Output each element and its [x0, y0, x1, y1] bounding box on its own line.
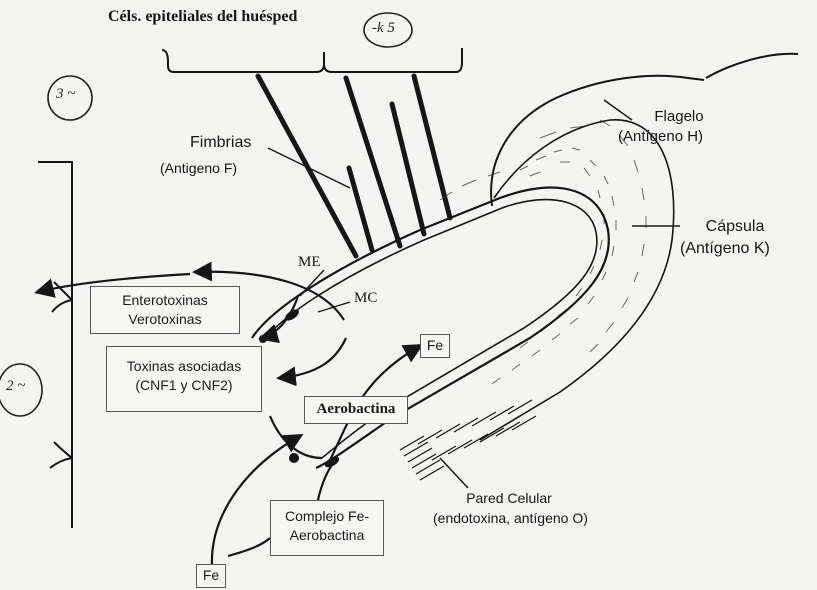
- enterotoxinas-line-1: Enterotoxinas: [91, 291, 239, 310]
- fimbrias-antigen-label: (Antigeno F): [160, 160, 237, 176]
- toxinas-line-2: (CNF1 y CNF2): [107, 376, 261, 395]
- mc-label: MC: [354, 290, 377, 307]
- capsule-hatching: [440, 120, 646, 384]
- complejo-line-2: Aerobactina: [271, 526, 383, 545]
- flagellum-2: [706, 54, 798, 78]
- fimbrias-label: Fimbrias: [190, 134, 251, 152]
- host-cells-bracket: [162, 48, 462, 72]
- handwritten-note-left-top: 3 ~: [56, 86, 75, 103]
- flagelo-pointer: [604, 100, 632, 120]
- fe-bottom-box: Fe: [196, 564, 226, 588]
- fe-top-box: Fe: [420, 334, 450, 358]
- enterotoxinas-box: Enterotoxinas Verotoxinas: [90, 286, 240, 334]
- flagelo-label: Flagelo: [634, 108, 724, 125]
- flagelo-antigen-label: (Antígeno H): [618, 128, 703, 145]
- enterotoxinas-line-2: Verotoxinas: [91, 310, 239, 329]
- handwritten-note-top: -k 5: [372, 20, 395, 37]
- toxinas-line-1: Toxinas asociadas: [107, 357, 261, 376]
- complejo-fe-aerobactina-box: Complejo Fe- Aerobactina: [270, 500, 384, 556]
- aerobactina-box: Aerobactina: [304, 396, 408, 424]
- capsula-antigen-label: (Antígeno K): [680, 240, 770, 258]
- host-cells-label: Céls. epiteliales del huésped: [108, 8, 297, 26]
- pared-antigen-label: (endotoxina, antígeno O): [433, 510, 588, 526]
- capsule-outline: [480, 120, 674, 440]
- host-cells-left-border: [38, 162, 72, 528]
- cell-wall-hatching: [400, 400, 536, 480]
- mc-pointer: [318, 302, 350, 312]
- fimbrias-pointer: [268, 148, 350, 188]
- capsula-label: Cápsula: [680, 218, 790, 236]
- pared-pointer: [440, 458, 468, 488]
- handwritten-note-left-mid: 2 ~: [6, 378, 25, 395]
- complejo-line-1: Complejo Fe-: [271, 507, 383, 526]
- pared-label: Pared Celular: [444, 490, 574, 506]
- toxinas-asociadas-box: Toxinas asociadas (CNF1 y CNF2): [106, 346, 262, 412]
- bacterium-outer-membrane: [252, 188, 609, 468]
- me-label: ME: [298, 254, 321, 271]
